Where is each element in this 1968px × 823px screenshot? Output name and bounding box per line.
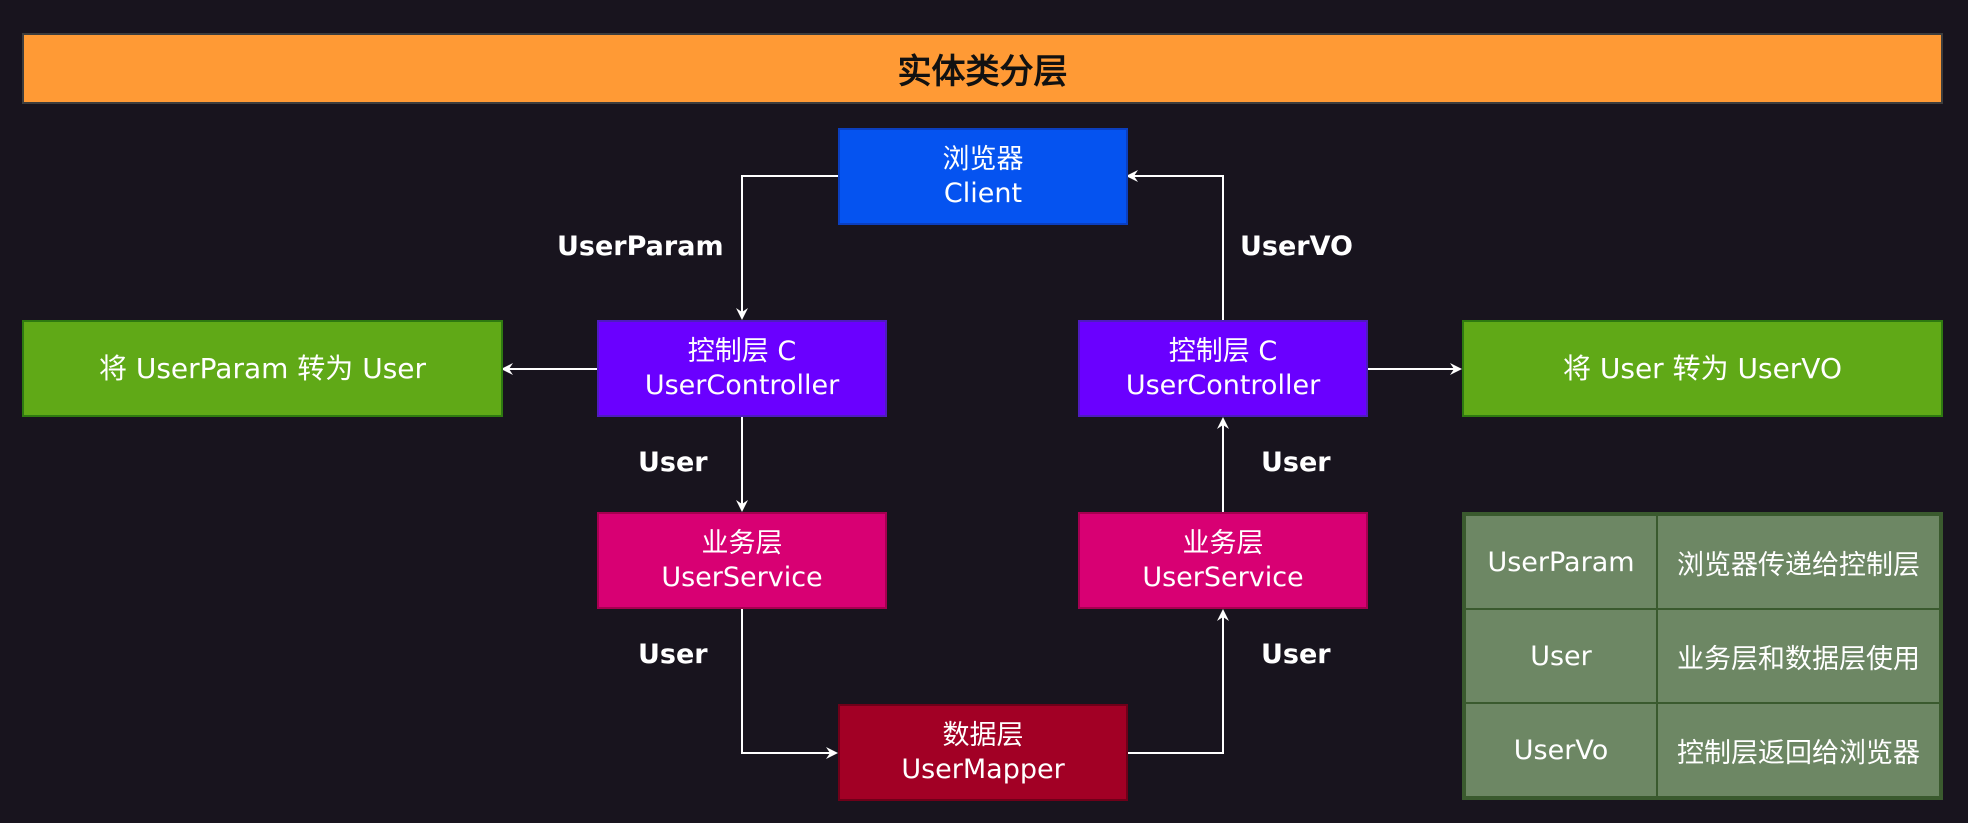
edge-label-user-right-upper: User (1261, 447, 1331, 478)
convert-left-node: 将 UserParam 转为 User (22, 320, 503, 417)
legend-desc: 控制层返回给浏览器 (1656, 702, 1941, 798)
convert-left-text: 将 UserParam 转为 User (98, 351, 427, 385)
controller-node-left-title: 控制层 C (687, 335, 797, 367)
legend-desc: 业务层和数据层使用 (1656, 608, 1941, 704)
service-node-right-title: 业务层 (1182, 527, 1264, 559)
legend-row: UserVo 控制层返回给浏览器 (1464, 702, 1941, 798)
convert-right-node: 将 User 转为 UserVO (1462, 320, 1943, 417)
client-node-title: 浏览器 (942, 143, 1024, 175)
legend-desc: 浏览器传递给控制层 (1656, 514, 1941, 610)
client-node-name: Client (943, 177, 1023, 209)
edge-label-user-right-lower: User (1261, 639, 1331, 670)
mapper-node-title: 数据层 (942, 719, 1024, 751)
edge-label-user-left-upper: User (638, 447, 708, 478)
service-node-right: 业务层 UserService (1078, 512, 1368, 609)
client-node: 浏览器 Client (838, 128, 1128, 225)
controller-node-right-title: 控制层 C (1168, 335, 1278, 367)
controller-node-right: 控制层 C UserController (1078, 320, 1368, 417)
service-node-left-title: 业务层 (701, 527, 783, 559)
mapper-node-name: UserMapper (901, 753, 1065, 785)
controller-node-left: 控制层 C UserController (597, 320, 887, 417)
controller-node-right-name: UserController (1125, 369, 1321, 401)
edge-mapper-to-service (1128, 609, 1229, 754)
legend-key: UserParam (1464, 514, 1658, 610)
edge-label-userparam: UserParam (557, 231, 724, 262)
legend-key: User (1464, 608, 1658, 704)
legend-table: UserParam 浏览器传递给控制层 User 业务层和数据层使用 UserV… (1462, 512, 1943, 800)
mapper-node: 数据层 UserMapper (838, 704, 1128, 801)
service-node-right-name: UserService (1142, 561, 1304, 593)
service-node-left: 业务层 UserService (597, 512, 887, 609)
legend-key: UserVo (1464, 702, 1658, 798)
controller-node-left-name: UserController (644, 369, 840, 401)
legend-row: UserParam 浏览器传递给控制层 (1464, 514, 1941, 610)
edge-controller-to-client (1126, 170, 1224, 320)
legend-row: User 业务层和数据层使用 (1464, 608, 1941, 704)
edge-client-to-controller (736, 175, 838, 320)
diagram-title: 实体类分层 (22, 33, 1943, 104)
edge-service-to-mapper (741, 609, 838, 759)
edge-label-user-left-lower: User (638, 639, 708, 670)
convert-right-text: 将 User 转为 UserVO (1562, 351, 1843, 385)
edge-label-uservo: UserVO (1240, 231, 1353, 262)
service-node-left-name: UserService (661, 561, 823, 593)
